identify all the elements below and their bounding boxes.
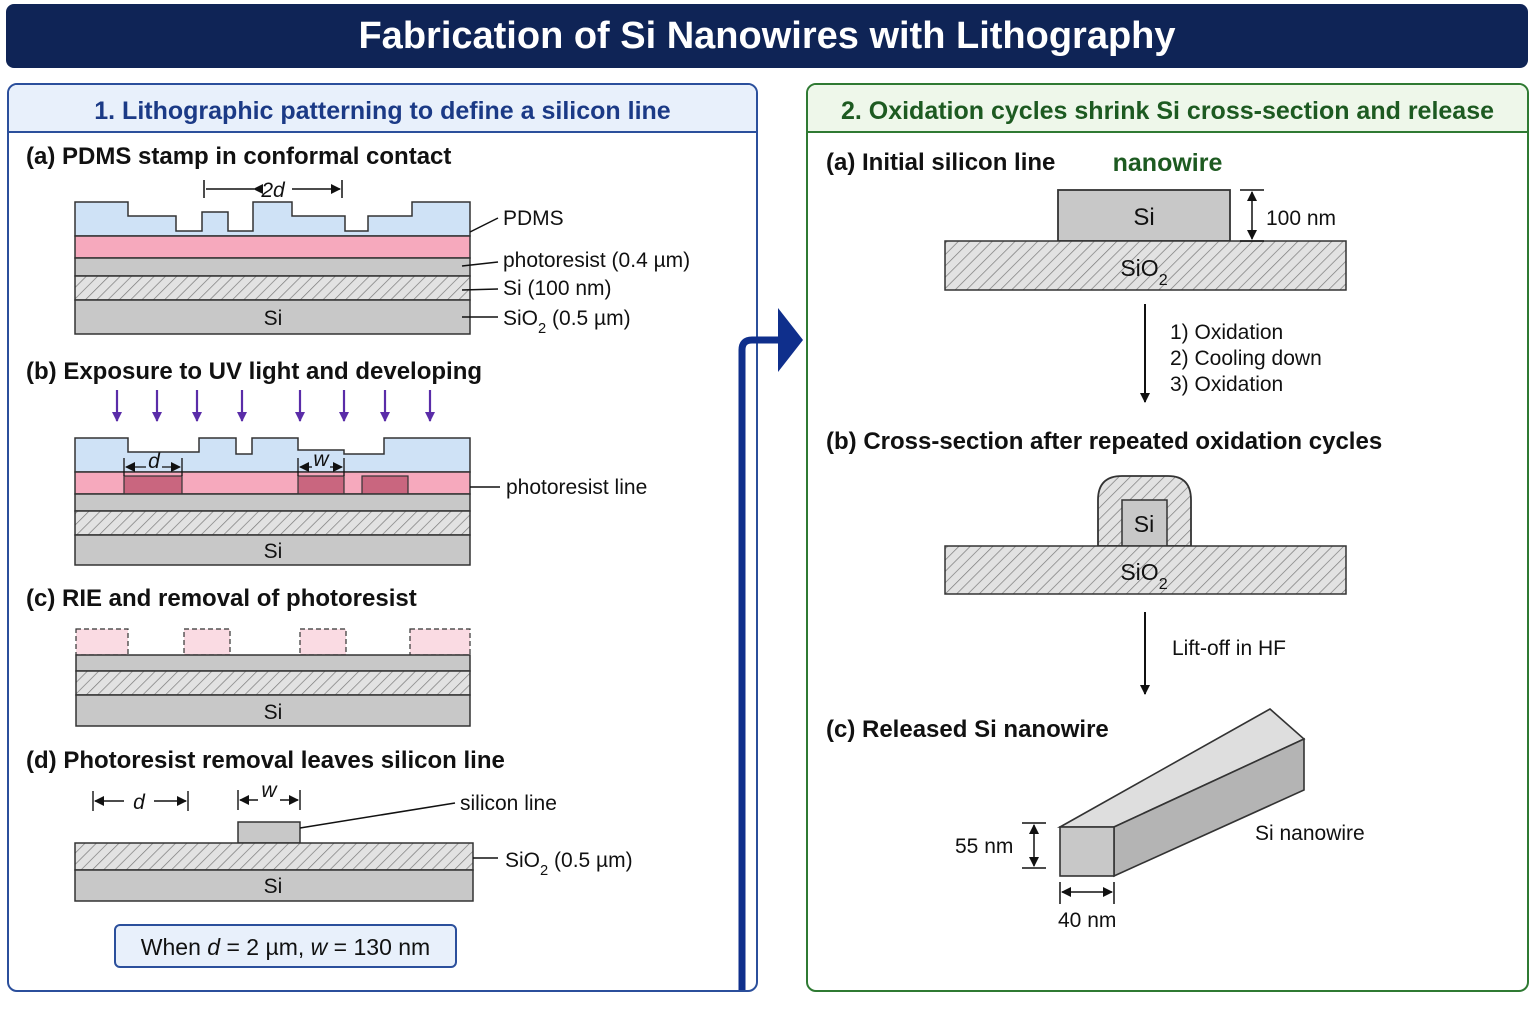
initial-si-line <box>1057 189 1231 242</box>
formula-d-symbol: d <box>207 934 221 960</box>
si-substrate-d <box>74 869 474 902</box>
dim-40nm: 40 nm <box>1058 882 1116 932</box>
silicon-thin-layer-c <box>75 654 471 672</box>
step-d-label: (d) Photoresist removal leaves silicon l… <box>26 747 505 774</box>
label-100nm: 100 nm <box>1266 207 1336 230</box>
formula-w-symbol: w <box>310 934 328 960</box>
removed-resist-4 <box>409 628 471 656</box>
process-step-3: 3) Oxidation <box>1170 373 1283 396</box>
si-substrate-b <box>74 534 471 566</box>
substrate-label-b: Si <box>264 540 283 563</box>
photoresist-layer <box>74 235 471 259</box>
oxide-layer <box>74 275 471 301</box>
step-b-label: (b) Exposure to UV light and developing <box>26 358 482 385</box>
silicon-thin-layer <box>74 257 471 277</box>
silicon-thin-layer-b <box>74 493 471 512</box>
exposed-resist-3 <box>361 475 409 495</box>
label-photoresist: photoresist (0.4 µm) <box>503 249 690 272</box>
page-title: Fabrication of Si Nanowires with Lithogr… <box>6 4 1528 68</box>
shrunk-si-core <box>1121 499 1168 547</box>
dim-w-d-label: w <box>261 779 278 802</box>
oxide-layer-d <box>74 842 474 871</box>
step-c-label: (c) RIE and removal of photoresist <box>26 585 417 612</box>
liftoff-label: Lift-off in HF <box>1172 637 1286 660</box>
dim-d-d-label: d <box>133 791 146 814</box>
layer-callouts-a: PDMS photoresist (0.4 µm) Si (100 nm) Si… <box>461 207 690 337</box>
label-pdms: PDMS <box>503 207 564 230</box>
dim-55nm: 55 nm <box>955 822 1046 869</box>
exposed-resist-2 <box>297 475 345 495</box>
label-silicon-line: silicon line <box>460 792 557 815</box>
label-photoresist-line: photoresist line <box>506 476 647 499</box>
panel-lithography: 1. Lithographic patterning to define a s… <box>7 83 758 992</box>
label-sio2-05um: SiO2 (0.5 µm) <box>503 307 631 337</box>
dim-d-b: d <box>123 450 183 476</box>
label-sio2-d: SiO2 (0.5 µm) <box>505 849 633 879</box>
dim-2d-label: 2d <box>260 179 286 202</box>
panel1-heading: 1. Lithographic patterning to define a s… <box>9 85 756 133</box>
substrate-label-a: Si <box>264 307 283 330</box>
formula-d-value: = 2 µm, <box>220 934 311 960</box>
formula-w-value: = 130 nm <box>327 934 431 960</box>
si-label-b: Si <box>1134 511 1154 537</box>
sio2-substrate-a <box>944 240 1347 291</box>
panel2-heading: 2. Oxidation cycles shrink Si cross-sect… <box>808 85 1527 177</box>
step-a-label: (a) PDMS stamp in conformal contact <box>26 143 451 170</box>
sio2-substrate-b <box>944 545 1347 595</box>
p2-step-a-label: (a) Initial silicon line <box>826 149 1055 176</box>
label-40nm: 40 nm <box>1058 909 1116 932</box>
removed-resist-2 <box>183 628 231 656</box>
nanowire-3d <box>1056 708 1306 878</box>
oxide-layer-c <box>75 670 471 696</box>
parameter-box: When d = 2 µm, w = 130 nm <box>114 924 457 968</box>
dim-w-b: w <box>297 448 345 476</box>
label-55nm: 55 nm <box>955 835 1013 858</box>
process-step-2: 2) Cooling down <box>1170 347 1322 370</box>
dim-100nm: 100 nm <box>1240 189 1336 242</box>
exposed-resist-1 <box>123 475 183 495</box>
si-substrate-c <box>75 694 471 727</box>
substrate-label-c: Si <box>264 701 283 724</box>
dim-d-b-label: d <box>148 450 161 473</box>
pdms-stamp <box>74 201 471 237</box>
oxide-layer-b <box>74 510 471 536</box>
si-label-a: Si <box>1133 204 1154 231</box>
dim-w-d: w <box>237 779 301 810</box>
si-substrate <box>74 299 471 335</box>
dim-2d: 2d <box>203 179 343 202</box>
removed-resist-3 <box>299 628 347 656</box>
substrate-label-d: Si <box>264 875 283 898</box>
label-si-nanowire: Si nanowire <box>1255 822 1365 845</box>
connector-arrow <box>738 336 780 990</box>
uv-arrows <box>112 390 435 422</box>
formula-when: When <box>140 934 201 960</box>
connector-arrowhead <box>778 308 803 372</box>
label-si-100nm: Si (100 nm) <box>503 277 612 300</box>
silicon-line <box>237 821 301 844</box>
dim-w-b-label: w <box>313 448 330 471</box>
p2-step-b-label: (b) Cross-section after repeated oxidati… <box>826 428 1382 455</box>
removed-resist-1 <box>75 628 129 656</box>
p2-step-c-label: (c) Released Si nanowire <box>826 716 1109 743</box>
dim-d-d: d <box>92 791 189 814</box>
panel-oxidation: 2. Oxidation cycles shrink Si cross-sect… <box>806 83 1529 992</box>
process-step-1: 1) Oxidation <box>1170 321 1283 344</box>
